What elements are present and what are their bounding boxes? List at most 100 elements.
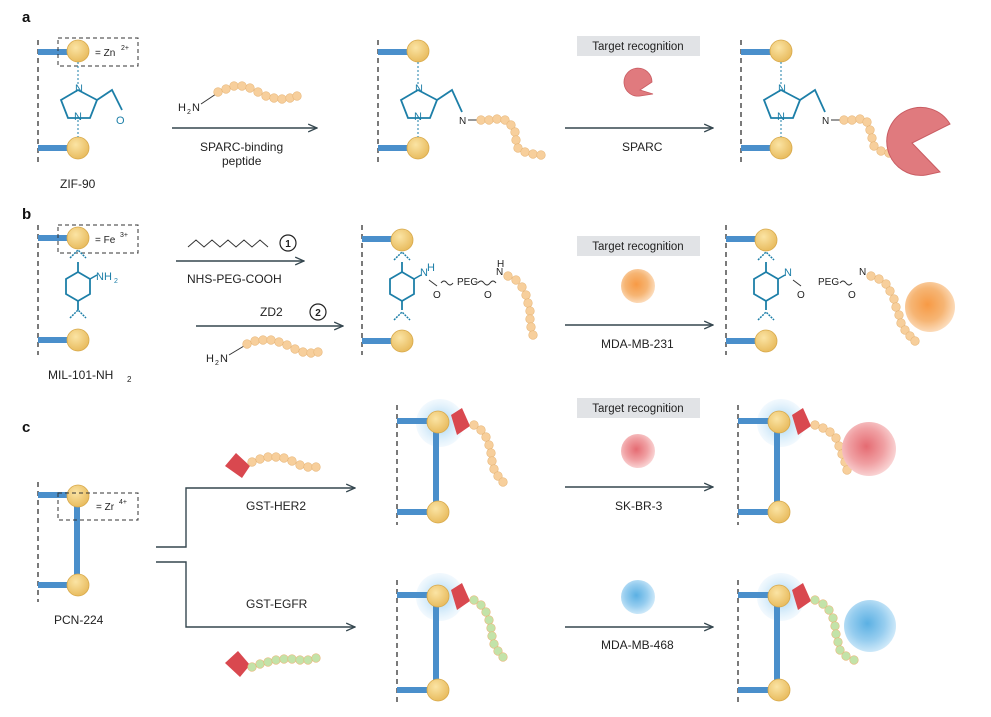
peptide-bead [476, 425, 486, 435]
badge-text-a: Target recognition [592, 41, 683, 53]
imid-n-top: N [75, 83, 83, 95]
target-mda-mb-231: MDA-MB-231 [601, 337, 674, 351]
svg-text:N: N [778, 83, 786, 95]
svg-text:NH: NH [96, 271, 112, 283]
peptide-bead [506, 120, 516, 130]
peptide-bead [521, 290, 531, 300]
peptide-bead [526, 322, 536, 332]
peptide-bead [513, 143, 523, 153]
peptide-chain [503, 271, 538, 340]
peptide-chain [213, 81, 302, 104]
peptide-chain [469, 420, 508, 487]
badge-target-recognition-c [577, 398, 700, 418]
peptide-bead [282, 340, 292, 350]
svg-text:H: H [427, 262, 435, 274]
cell-mda-mb-231-icon [621, 269, 655, 303]
branch-arrow-top [156, 488, 355, 548]
peptide-bead [489, 639, 499, 649]
peptide-chain [476, 114, 546, 160]
peptide-bead [493, 471, 503, 481]
peptide-bead [292, 91, 302, 101]
mof-name-pcn224: PCN-224 [54, 613, 104, 627]
peptide-bead [253, 87, 263, 97]
peptide-bead [839, 115, 849, 125]
svg-text:N: N [459, 116, 466, 127]
peptide-bead [833, 637, 843, 647]
aldehyde-o: O [116, 115, 125, 127]
step-num-1 [279, 234, 297, 252]
panel-b-mof-end: N O PEG O N [725, 225, 955, 355]
reagent-gst-her2: GST-HER2 [246, 499, 306, 513]
step-b2-label: ZD2 [260, 305, 283, 319]
svg-text:2: 2 [114, 278, 118, 285]
target-mda-mb-468: MDA-MB-468 [601, 638, 674, 652]
peptide-bead [274, 337, 284, 347]
gst-her2-reagent [225, 452, 321, 478]
peptide-bead [536, 150, 546, 160]
peptide-bead [810, 420, 820, 430]
svg-text:2: 2 [215, 360, 219, 367]
peptide-bead [481, 607, 491, 617]
peptide-bead [894, 310, 904, 320]
panel-b-letter: b [22, 206, 31, 223]
peptide-bead [492, 114, 502, 124]
svg-text:N: N [414, 111, 422, 123]
metal-charge-zr: 4+ [119, 499, 127, 506]
peptide-bead [869, 141, 879, 151]
peptide-bead [229, 81, 239, 91]
peptide-bead [493, 646, 503, 656]
panel-c-mof-end-top [737, 399, 896, 525]
peptide-bead [500, 115, 510, 125]
peptide-bead [277, 94, 287, 104]
peptide-bead [290, 344, 300, 354]
peptide-bead [510, 127, 520, 137]
peptide-bead [818, 423, 828, 433]
step-b1-label: NHS-PEG-COOH [187, 272, 282, 286]
panel-a-letter: a [22, 9, 31, 26]
panel-b-mof-start: = Fe 3+ NH 2 [37, 224, 139, 355]
svg-text:2: 2 [187, 109, 191, 116]
peptide-bead [847, 115, 857, 125]
peptide-bead [303, 462, 313, 472]
step-a1-line1: SPARC-binding [200, 140, 283, 154]
panel-c-letter: c [22, 419, 30, 436]
cell-bound-blue-icon [844, 600, 896, 652]
peptide-bead [481, 432, 491, 442]
peg-chain-icon [187, 239, 269, 248]
peptide-bead [311, 653, 321, 663]
peptide-bead [487, 631, 497, 641]
target-sparc: SPARC [622, 140, 663, 154]
peptide-bead [824, 605, 834, 615]
peptide-bead [885, 286, 895, 296]
reagent-gst-egfr: GST-EGFR [246, 597, 308, 611]
svg-text:PEG: PEG [457, 277, 478, 288]
peptide-bead [489, 464, 499, 474]
peptide-bead [862, 117, 872, 127]
peptide-bead [287, 654, 297, 664]
panel-a-reagent: H 2 N [178, 81, 302, 116]
peptide-bead [263, 657, 273, 667]
svg-text:N: N [822, 116, 829, 127]
peptide-bead [498, 652, 508, 662]
peptide-bead [841, 651, 851, 661]
peptide-bead [269, 93, 279, 103]
peptide-bead [237, 81, 247, 91]
peptide-bead [486, 448, 496, 458]
peptide-chain [469, 595, 508, 662]
badge-target-recognition-b [577, 236, 700, 256]
peptide-bead [889, 294, 899, 304]
peptide-chain [242, 335, 323, 358]
peptide-bead [523, 298, 533, 308]
panel-c-mof-end-bottom [737, 573, 896, 705]
svg-text:O: O [433, 290, 441, 301]
panel-a-mof-middle: N N N [377, 39, 546, 165]
peptide-bead [818, 599, 828, 609]
peptide-bead [295, 460, 305, 470]
svg-text:N: N [784, 267, 792, 279]
peptide-bead [891, 302, 901, 312]
svg-text:N: N [220, 353, 228, 365]
svg-text:N: N [420, 267, 428, 279]
peptide-bead [831, 629, 841, 639]
badge-target-recognition-a [577, 36, 700, 56]
